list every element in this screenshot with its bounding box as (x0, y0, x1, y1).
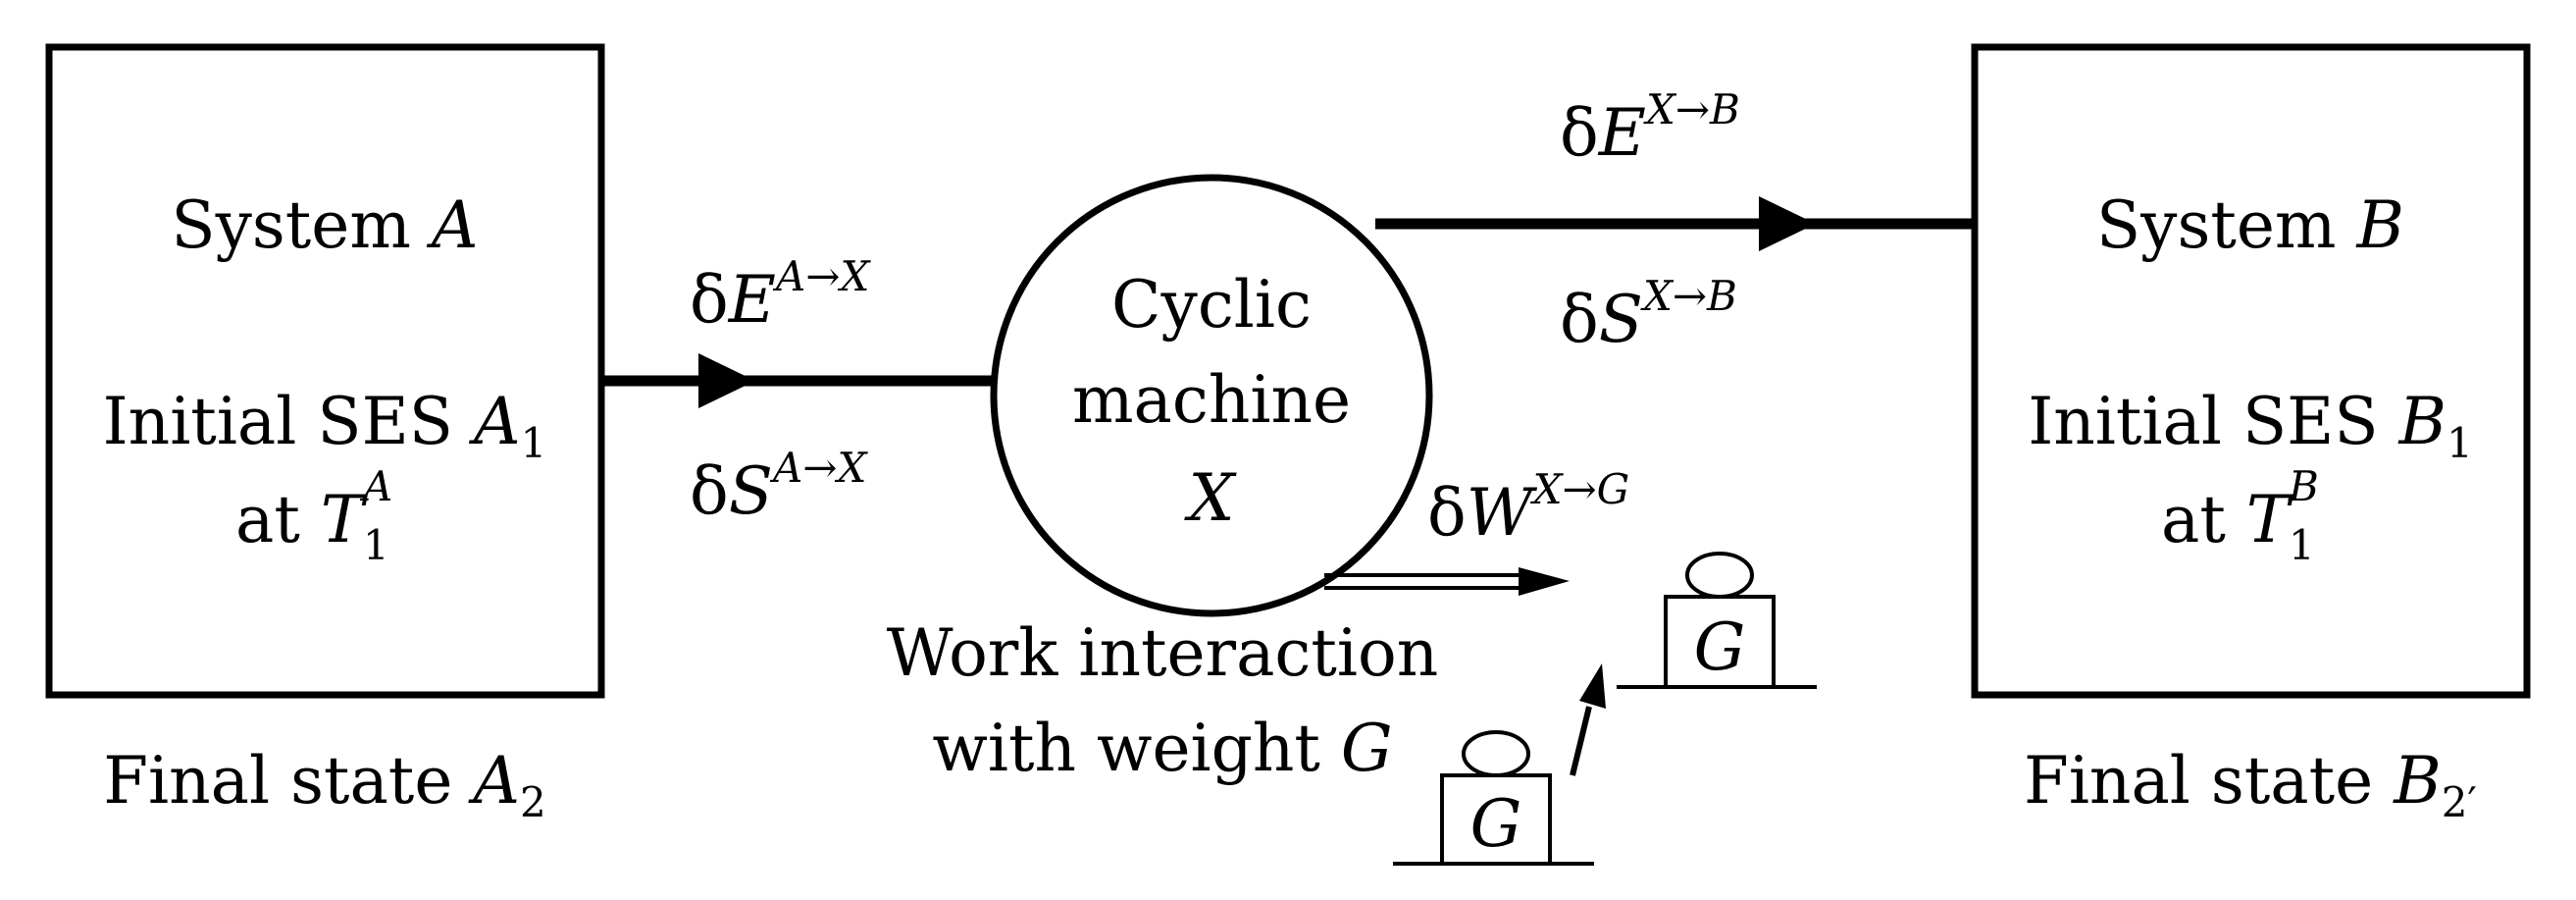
weight-raised-knob (1685, 552, 1754, 599)
system-a-final-state: Final state A2 (103, 743, 546, 826)
machine-line-2: machine (1072, 362, 1351, 438)
system-a-initial-state: Initial SES A1 (103, 384, 547, 467)
flow-a-to-x-energy: δEA→X (690, 252, 871, 338)
system-a-temperature: at T (235, 482, 369, 557)
work-description-line-2: with weight G (932, 711, 1392, 786)
system-a-temperature-sup: A (359, 462, 392, 510)
flow-x-to-b-arrowhead (1759, 196, 1816, 251)
system-b-temperature-sup: B (2288, 462, 2319, 510)
system-a-box (45, 43, 605, 699)
weight-lower-knob (1462, 730, 1530, 777)
system-a-title: System A (171, 187, 478, 263)
flow-a-to-x-arrowhead (698, 353, 755, 408)
system-b-temperature: at T (2161, 482, 2294, 557)
machine-var: X (1184, 460, 1238, 536)
machine-line-1: Cyclic (1111, 267, 1312, 343)
flow-x-to-b-energy: δEX→B (1560, 85, 1740, 171)
work-description-line-1: Work interaction (887, 615, 1439, 691)
weight-lower-label: G (1470, 786, 1522, 862)
system-b-initial-state: Initial SES B1 (2028, 384, 2473, 467)
system-a-temperature-sub: 1 (363, 521, 389, 569)
system-b-final-state: Final state B2′ (2024, 743, 2477, 826)
machine-circle (990, 174, 1433, 617)
flow-a-to-x-entropy: δSA→X (690, 444, 868, 529)
system-b-title: System B (2096, 187, 2404, 263)
system-b-temperature-sub: 1 (2289, 521, 2315, 569)
system-b-box (1971, 43, 2531, 699)
raise-arrow-head (1579, 663, 1606, 709)
work-arrowhead (1519, 567, 1570, 596)
flow-x-to-b-entropy: δSX→B (1560, 272, 1737, 357)
raise-arrow-line (1570, 706, 1592, 776)
weight-raised-label: G (1694, 609, 1746, 685)
work-label: δWX→G (1427, 465, 1629, 551)
